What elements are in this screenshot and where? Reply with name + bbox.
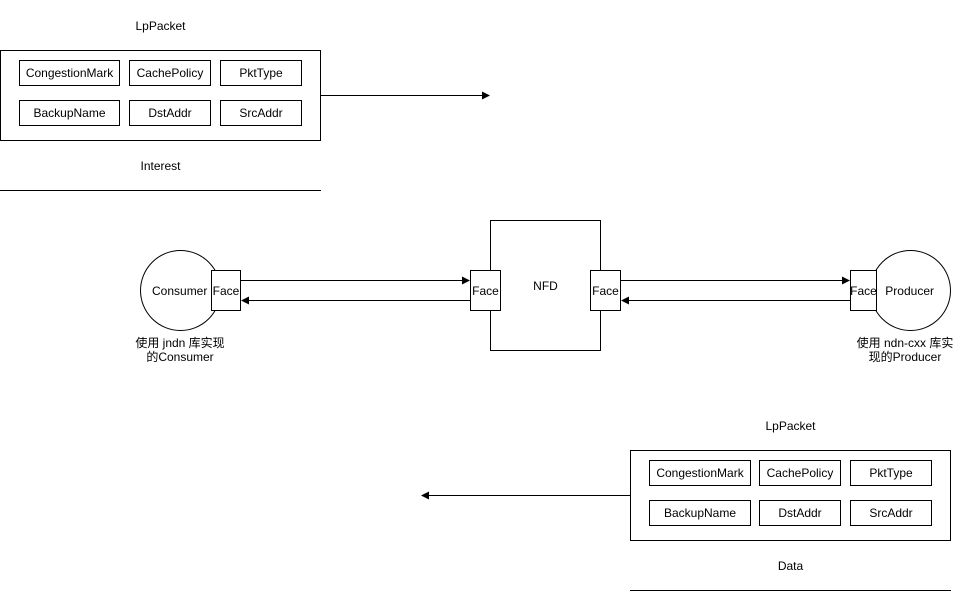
nfd-face-right-label: Face	[592, 283, 619, 298]
bottom-field-backupname: BackupName	[649, 500, 751, 526]
top-lppacket-title-text: LpPacket	[135, 18, 186, 33]
producer-node: Producer	[870, 250, 951, 331]
nfd-node: NFD	[490, 220, 601, 351]
top-lppacket-divider-1	[0, 50, 321, 51]
nfd-face-right: Face	[590, 270, 621, 311]
bottom-field-dstaddr: DstAddr	[759, 500, 841, 526]
top-field-backupname: BackupName	[19, 100, 120, 126]
bottom-field-srcaddr: SrcAddr	[850, 500, 932, 526]
bottom-lppacket-divider-1	[630, 450, 951, 451]
top-field-congestionmark-text: CongestionMark	[25, 66, 114, 80]
bottom-lppacket-payload: Data	[630, 541, 951, 590]
producer-face: Face	[850, 270, 877, 311]
bottom-field-cachepolicy-text: CachePolicy	[766, 466, 834, 480]
consumer-node: Consumer	[140, 250, 221, 331]
bottom-field-pkttype: PktType	[850, 460, 932, 486]
top-field-cachepolicy: CachePolicy	[129, 60, 211, 86]
top-field-srcaddr-text: SrcAddr	[239, 106, 283, 120]
producer-caption-line1: 使用 ndn-cxx 库实	[856, 336, 954, 350]
top-field-srcaddr: SrcAddr	[220, 100, 302, 126]
top-lppacket-payload-text: Interest	[140, 158, 181, 173]
consumer-caption-line1: 使用 jndn 库实现	[135, 336, 225, 350]
top-lppacket-payload: Interest	[0, 141, 321, 190]
consumer-face-label: Face	[212, 283, 240, 298]
consumer-face: Face	[211, 270, 241, 311]
consumer-label: Consumer	[152, 283, 208, 298]
bottom-field-cachepolicy: CachePolicy	[759, 460, 841, 486]
top-field-dstaddr-text: DstAddr	[148, 106, 192, 120]
top-field-dstaddr: DstAddr	[129, 100, 211, 126]
bottom-field-backupname-text: BackupName	[663, 506, 737, 520]
bottom-field-congestionmark-text: CongestionMark	[656, 466, 744, 480]
bottom-lppacket-title-text: LpPacket	[765, 418, 816, 433]
top-field-backupname-text: BackupName	[33, 106, 106, 120]
consumer-caption-line2: 的Consumer	[146, 350, 214, 364]
bottom-field-dstaddr-text: DstAddr	[778, 506, 822, 520]
producer-face-label: Face	[850, 283, 877, 298]
top-lppacket-title: LpPacket	[0, 0, 321, 51]
bottom-lppacket-divider-2	[630, 540, 951, 541]
bottom-lppacket-payload-text: Data	[777, 558, 804, 573]
producer-label: Producer	[885, 283, 934, 298]
nfd-label: NFD	[533, 279, 558, 293]
producer-caption: 使用 ndn-cxx 库实 现的Producer	[850, 336, 960, 364]
producer-caption-line2: 现的Producer	[868, 350, 942, 364]
nfd-face-left-label: Face	[472, 283, 499, 298]
bottom-field-congestionmark: CongestionMark	[649, 460, 751, 486]
bottom-lppacket-title: LpPacket	[630, 400, 951, 451]
top-field-pkttype-text: PktType	[239, 66, 283, 80]
top-field-congestionmark: CongestionMark	[19, 60, 120, 86]
top-field-pkttype: PktType	[220, 60, 302, 86]
bottom-field-pkttype-text: PktType	[869, 466, 913, 480]
consumer-caption: 使用 jndn 库实现 的Consumer	[120, 336, 240, 364]
bottom-field-srcaddr-text: SrcAddr	[869, 506, 913, 520]
top-field-cachepolicy-text: CachePolicy	[136, 66, 204, 80]
top-lppacket-divider-2	[0, 140, 321, 141]
nfd-face-left: Face	[470, 270, 501, 311]
